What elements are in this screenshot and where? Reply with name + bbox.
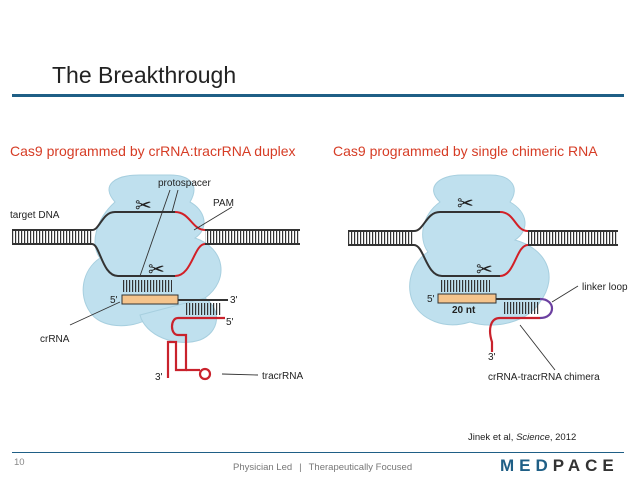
label-tracrrna: tracrRNA — [262, 371, 303, 382]
scissors-icon: ✂ — [457, 191, 474, 215]
dna-duplex-left-b — [205, 231, 300, 243]
scissors-icon: ✂ — [135, 193, 152, 217]
left-heading: Cas9 programmed by crRNA:tracrRNA duplex — [10, 143, 296, 159]
scissors-icon: ✂ — [476, 257, 493, 281]
citation-journal: Science — [516, 432, 550, 443]
rna-dna-pairing-left — [122, 280, 172, 292]
crrna-tracr-pairing — [185, 303, 221, 315]
tracrrna-left — [166, 316, 225, 378]
right-heading: Cas9 programmed by single chimeric RNA — [333, 143, 598, 159]
tracrrna-right — [489, 316, 540, 352]
footer-divider — [12, 452, 624, 453]
dna-duplex-right-a — [348, 232, 414, 244]
page-number: 10 — [14, 457, 25, 468]
footer-tagline: Physician Led|Therapeutically Focused — [233, 462, 413, 473]
linker-loop — [539, 297, 554, 320]
dna-duplex-left-a — [12, 231, 92, 243]
scissors-icon: ✂ — [148, 257, 165, 281]
nontarget-strand-right — [413, 244, 500, 277]
label-5prime: 5' — [110, 295, 118, 306]
label-20nt: 20 nt — [452, 305, 476, 316]
label-3prime: 3' — [230, 295, 238, 306]
label-pam: PAM — [213, 198, 234, 209]
label-linker-loop: linker loop — [582, 282, 628, 293]
target-strand-right — [413, 211, 500, 232]
label-target-dna: target DNA — [10, 210, 60, 221]
label-3prime: 3' — [488, 352, 496, 363]
label-5prime: 5' — [226, 317, 234, 328]
label-5prime: 5' — [427, 294, 435, 305]
label-crrna: crRNA — [40, 334, 70, 345]
citation: Jinek et al, Science, 2012 — [468, 432, 577, 443]
target-strand-left — [91, 211, 175, 231]
cas9-diagram: Cas9 programmed by crRNA:tracrRNA duplex… — [10, 143, 628, 383]
medpace-logo: MEDPACE — [500, 456, 619, 475]
dna-duplex-right-b — [528, 232, 618, 244]
pam-strand-left — [174, 211, 206, 231]
slide-title: The Breakthrough — [52, 62, 237, 88]
label-3prime: 3' — [155, 372, 163, 383]
tracrrna-hairpin-left — [198, 367, 212, 381]
nontarget-strand-left — [91, 243, 175, 277]
rna-dna-pairing-right — [440, 280, 490, 292]
pam-strand-left-b — [174, 243, 206, 277]
crrna-bar-left — [121, 294, 179, 305]
label-chimera: crRNA-tracrRNA chimera — [488, 372, 600, 383]
chimera-pairing — [504, 302, 540, 314]
label-protospacer: protospacer — [158, 178, 211, 189]
title-divider — [12, 94, 624, 97]
crrna-bar-right — [437, 293, 497, 304]
